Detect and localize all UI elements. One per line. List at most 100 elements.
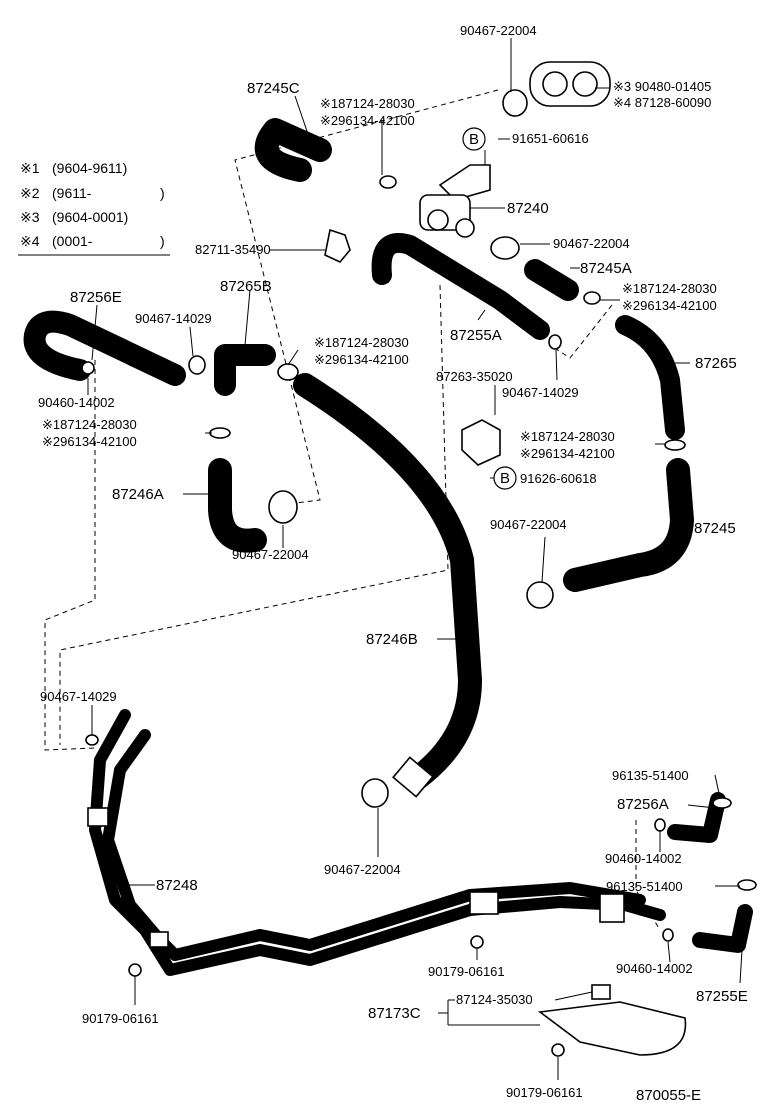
label-90467-22004-bottom: 90467-22004 (324, 862, 401, 877)
legend-mark-1: ※1 (20, 160, 40, 176)
legend-mark-2: ※2 (20, 185, 40, 201)
bracket-91651 (438, 164, 491, 201)
label-296134-right1: ※296134-42100 (622, 298, 717, 313)
label-96135-51400-b: 96135-51400 (606, 879, 683, 894)
clamp-90467-14029-low (85, 734, 99, 746)
components (81, 61, 757, 1057)
clamp-90467-22004-low (268, 490, 298, 524)
label-87245: 87245 (694, 520, 736, 537)
callout-b-circle-top (462, 127, 486, 151)
label-87246A: 87246A (112, 486, 164, 503)
label-90467-22004-right: 90467-22004 (490, 517, 567, 532)
callout-b-circle-low (493, 466, 517, 490)
pipe-clip-mid (469, 891, 499, 915)
label-90467-22004-mid: 90467-22004 (553, 236, 630, 251)
label-87265: 87265 (695, 355, 737, 372)
label-87255E: 87255E (696, 988, 748, 1005)
label-90179-06161-left: 90179-06161 (82, 1011, 159, 1026)
clamp-96135-51400-a (712, 797, 732, 809)
legend-close-4: ) (160, 233, 165, 249)
legend-range-3: (9604-0001) (52, 209, 128, 225)
clamp-90460-14002-right (662, 928, 674, 942)
label-90467-14029-top: 90467-14029 (135, 311, 212, 326)
legend-range-2: (9611- (52, 185, 92, 201)
label-90467-22004-top: 90467-22004 (460, 23, 537, 38)
guide-top-left (234, 89, 499, 506)
label-90460-14002-left: 90460-14002 (38, 395, 115, 410)
label-87240: 87240 (507, 200, 549, 217)
legend-mark-4: ※4 (20, 233, 40, 249)
label-87245A: 87245A (580, 260, 632, 277)
label-187124-mid: ※187124-28030 (314, 335, 409, 350)
label-87124-35030: 87124-35030 (456, 992, 533, 1007)
label-187124-right1: ※187124-28030 (622, 281, 717, 296)
bracket-87263-35020 (461, 419, 501, 466)
clamp-90460-14002-mid (654, 818, 666, 832)
label-87245C: 87245C (247, 80, 300, 97)
clamp-90467-14029-mid (548, 334, 562, 350)
clamp-90467-22004-bottom (361, 778, 389, 808)
label-187124-top: ※187124-28030 (320, 96, 415, 111)
clamp-90467-22004-top (502, 89, 528, 117)
label-87128-60090: ※4 87128-60090 (613, 95, 711, 110)
clamp-90460-14002-left (81, 361, 95, 375)
clamp-187124-top (379, 175, 397, 189)
clamp-187124-right1 (583, 291, 601, 305)
label-296134-right2: ※296134-42100 (520, 446, 615, 461)
label-87255A: 87255A (450, 327, 502, 344)
callout-b-low: B (500, 470, 510, 487)
footer-code: 870055-E (636, 1087, 701, 1104)
label-96135-51400-a: 96135-51400 (612, 768, 689, 783)
part-labels: 90467-22004 ※3 90480-01405 ※4 87128-6009… (38, 23, 748, 1104)
clamp-90467-22004-mid (490, 236, 520, 260)
pipe-clip-lower-left (149, 931, 169, 948)
label-87246B: 87246B (366, 631, 418, 648)
pipe-clip-left (87, 807, 109, 827)
label-90460-14002-right: 90460-14002 (616, 961, 693, 976)
clamp-90467-14029-top (188, 355, 206, 375)
leaders (87, 38, 743, 1080)
label-90467-22004-low: 90467-22004 (232, 547, 309, 562)
guide-right (549, 304, 613, 359)
legend: ※1 (9604-9611) ※2 (9611- ) ※3 (9604-0001… (18, 160, 170, 256)
label-90460-14002-mid: 90460-14002 (605, 851, 682, 866)
label-90467-14029-low: 90467-14029 (40, 689, 117, 704)
label-87256E: 87256E (70, 289, 122, 306)
clamp-187124-right2 (664, 439, 686, 451)
label-90179-06161-mid: 90179-06161 (428, 964, 505, 979)
grommet-90480-01405 (529, 61, 611, 107)
clamp-90467-22004-right (526, 581, 554, 609)
label-296134-mid: ※296134-42100 (314, 352, 409, 367)
label-90467-14029-mid: 90467-14029 (502, 385, 579, 400)
hose-87246B-end (392, 756, 434, 798)
label-90179-06161-bottom: 90179-06161 (506, 1085, 583, 1100)
clamp-187124-left (209, 427, 231, 439)
callouts: B B (462, 127, 517, 490)
label-91626-60618: 91626-60618 (520, 471, 597, 486)
label-296134-left: ※296134-42100 (42, 434, 137, 449)
hoses (23, 118, 753, 953)
nut-90179-left (128, 963, 142, 977)
legend-mark-3: ※3 (20, 209, 40, 225)
label-187124-left: ※187124-28030 (42, 417, 137, 432)
dashed-guides (44, 89, 661, 931)
label-87173C: 87173C (368, 1005, 421, 1022)
legend-close-2: ) (160, 185, 165, 201)
label-296134-top: ※296134-42100 (320, 113, 415, 128)
label-87248: 87248 (156, 877, 198, 894)
label-91651-60616: 91651-60616 (512, 131, 589, 146)
clamp-187124-mid (277, 363, 299, 381)
label-82711-35490: 82711-35490 (195, 242, 271, 257)
legend-range-4: (0001- (52, 233, 93, 249)
label-87265B: 87265B (220, 278, 272, 295)
nut-90179-bottom (551, 1043, 565, 1057)
clip-87124-35030 (591, 984, 611, 1000)
label-90480-01405: ※3 90480-01405 (613, 79, 711, 94)
label-87256A: 87256A (617, 796, 669, 813)
pipe-clip-right (599, 893, 625, 923)
callout-b-top: B (469, 131, 479, 148)
label-87263-35020: 87263-35020 (436, 369, 513, 384)
clamp-96135-51400-b (737, 879, 757, 891)
nut-90179-mid (470, 935, 484, 949)
